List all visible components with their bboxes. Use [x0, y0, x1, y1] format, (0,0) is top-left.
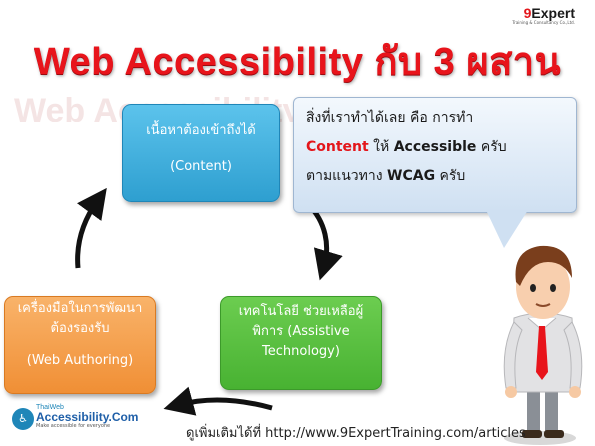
content-box: เนื้อหาต้องเข้าถึงได้ (Content): [122, 104, 280, 202]
content-box-label-thai: เนื้อหาต้องเข้าถึงได้: [146, 123, 256, 138]
logo-number: 9: [523, 5, 532, 21]
speech-bubble: สิ่งที่เราทำได้เลย คือ การทำ Content ให้…: [293, 97, 577, 213]
assistive-box-line-3: Technology): [262, 344, 340, 359]
authoring-box-line-3: (Web Authoring): [26, 353, 134, 368]
footer-logo-small: ThaiWeb: [36, 404, 64, 411]
bubble-line-3: ตามแนวทาง WCAG ครับ: [294, 162, 576, 191]
footer-logo-sub: Make accessible for everyone: [36, 423, 111, 429]
assistive-box-line-1: เทคโนโลยี ช่วยเหลือผู้: [238, 304, 364, 319]
bubble-line-2: Content ให้ Accessible ครับ: [294, 133, 576, 162]
cartoon-person-illustration: [503, 245, 583, 445]
speech-bubble-tail: [486, 210, 528, 248]
logo-brand: 9Expert: [512, 6, 575, 20]
bubble-accessible-term: Accessible: [393, 139, 477, 155]
bubble-line-3-end: ครับ: [435, 168, 466, 184]
bubble-line-2-mid: ให้: [368, 139, 394, 155]
authoring-box-line-1: เครื่องมือในการพัฒนา: [17, 301, 143, 316]
bubble-wcag-term: WCAG: [387, 168, 436, 184]
slide-title: Web Accessibility กับ 3 ผสาน: [33, 41, 562, 83]
cycle-arrow-left: [163, 386, 273, 416]
bubble-line-1: สิ่งที่เราทำได้เลย คือ การทำ: [306, 110, 474, 126]
accessibility-icon: ♿: [12, 408, 34, 430]
bubble-line-2-end: ครับ: [476, 139, 507, 155]
company-logo: 9Expert Training & Consultancy Co.,Ltd.: [512, 6, 575, 25]
more-info-link[interactable]: ดูเพิ่มเติมได้ที่ http://www.9ExpertTrai…: [186, 426, 526, 441]
web-authoring-box: เครื่องมือในการพัฒนา ต้องรองรับ (Web Aut…: [4, 296, 156, 394]
cycle-arrow-up: [75, 187, 107, 269]
cycle-arrow-down: [306, 202, 343, 281]
logo-text: Expert: [531, 5, 575, 21]
content-box-label-en: (Content): [170, 159, 232, 174]
bubble-line-3-pre: ตามแนวทาง: [306, 168, 388, 184]
authoring-box-line-2: ต้องรองรับ: [50, 321, 110, 336]
logo-tagline: Training & Consultancy Co.,Ltd.: [512, 20, 575, 25]
assistive-box-line-2: พิการ (Assistive: [252, 324, 350, 339]
footer-logo-main: Accessibility.Com: [36, 410, 139, 424]
assistive-technology-box: เทคโนโลยี ช่วยเหลือผู้ พิการ (Assistive …: [220, 296, 382, 390]
bubble-content-term: Content: [306, 139, 369, 155]
thaiweb-accessibility-logo: ♿ ThaiWeb Accessibility.Com Make accessi…: [8, 404, 139, 430]
